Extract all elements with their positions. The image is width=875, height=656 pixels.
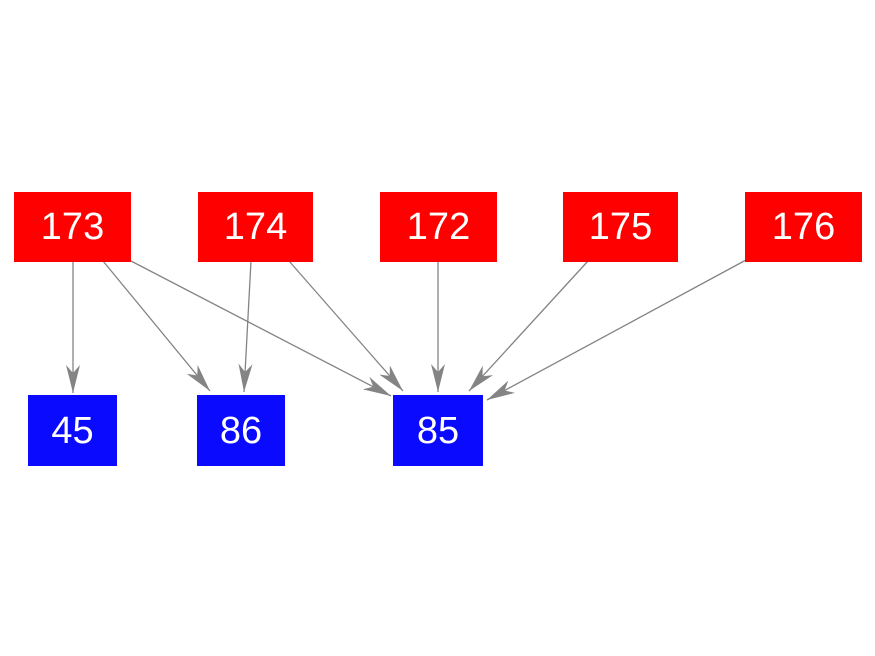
edge-175-85: [468, 260, 589, 392]
node-175[interactable]: 175: [563, 192, 678, 262]
node-label: 86: [219, 409, 263, 452]
node-label: 174: [223, 206, 288, 248]
node-label: 172: [406, 206, 471, 248]
node-label: 176: [771, 206, 836, 248]
node-172[interactable]: 172: [380, 192, 497, 262]
edge-173-85: [130, 260, 392, 397]
edge-174-85: [288, 260, 404, 392]
node-45[interactable]: 45: [28, 395, 117, 466]
edge-174-86: [238, 260, 253, 393]
node-173[interactable]: 173: [14, 192, 131, 262]
edge-173-86: [102, 260, 211, 392]
node-label: 85: [416, 409, 460, 452]
node-176[interactable]: 176: [745, 192, 862, 262]
node-label: 175: [588, 206, 653, 248]
node-174[interactable]: 174: [198, 192, 313, 262]
node-label: 45: [51, 409, 94, 452]
edge-176-85: [486, 259, 747, 401]
node-85[interactable]: 85: [393, 395, 483, 466]
node-label: 173: [40, 206, 105, 248]
node-86[interactable]: 86: [197, 395, 285, 466]
